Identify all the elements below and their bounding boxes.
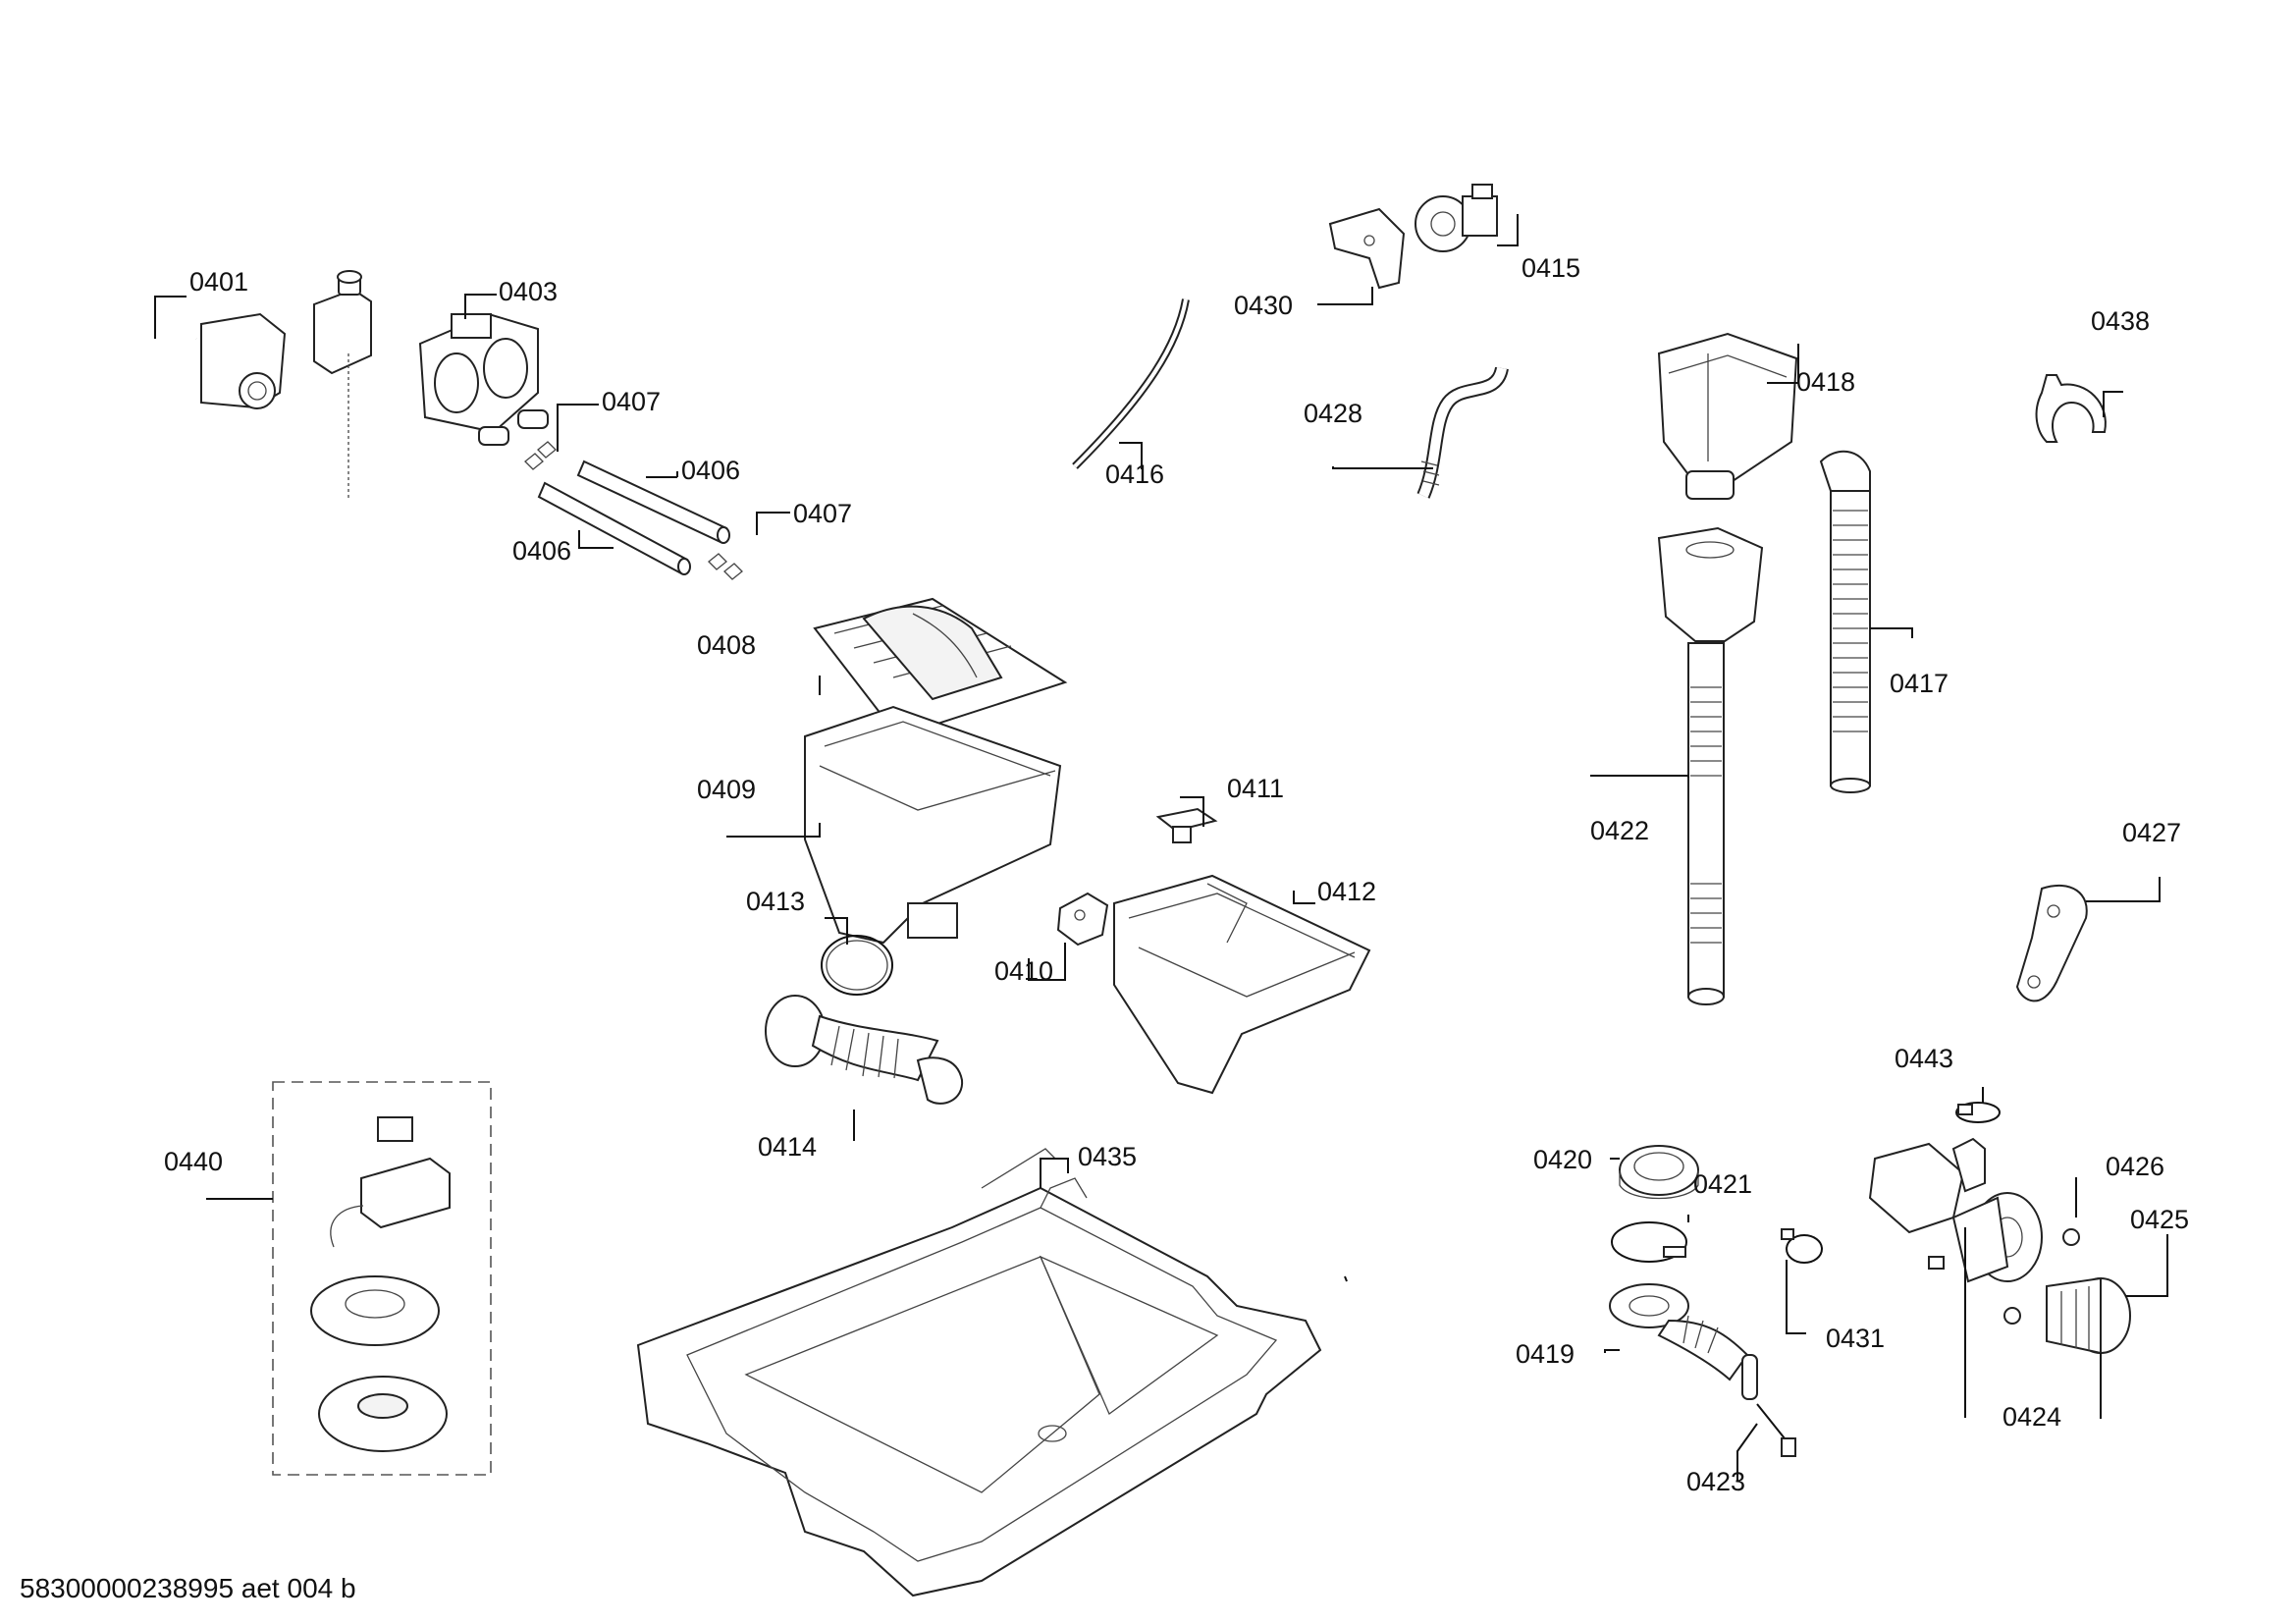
bearing-seal-drawing xyxy=(1619,1145,1699,1200)
spring-clip-drawing xyxy=(1955,1102,2001,1123)
part-label: 0431 xyxy=(1826,1324,1885,1353)
part-label: 0422 xyxy=(1590,816,1649,845)
inlet-hose-drawing xyxy=(133,270,372,854)
air-trap-hose-drawing xyxy=(1416,366,1509,499)
switch-bracket-drawing xyxy=(1328,207,1406,290)
hose-clip-drawing xyxy=(524,441,743,580)
hose-holder-drawing xyxy=(2035,374,2107,443)
dispenser-top-drawing xyxy=(813,597,1068,738)
screw-drawing xyxy=(1756,1403,1796,1457)
part-label: 0407 xyxy=(793,499,852,528)
part-label: 0426 xyxy=(2106,1152,2164,1181)
part-label: 0438 xyxy=(2091,306,2150,336)
part-label: 0430 xyxy=(1234,291,1293,320)
standpipe-drawing xyxy=(1657,526,1764,1005)
handle-part-drawing xyxy=(1155,807,1218,843)
part-label: 0428 xyxy=(1304,399,1362,428)
part-label: 0424 xyxy=(2002,1402,2061,1432)
small-clamp-drawing xyxy=(1781,1228,1823,1264)
aquastop-group-drawing xyxy=(272,1081,492,1476)
base-frame-drawing xyxy=(636,1148,1322,1597)
pressure-switch-drawing xyxy=(1415,184,1498,252)
part-label: 0406 xyxy=(512,536,571,566)
part-label: 0435 xyxy=(1078,1142,1137,1171)
part-label: 0419 xyxy=(1516,1339,1575,1369)
seal-ring-drawing xyxy=(821,935,893,996)
part-label: 0409 xyxy=(697,775,756,804)
pump-hose-drawing xyxy=(1609,1283,1758,1400)
part-label: 0403 xyxy=(499,277,558,306)
part-label: 0413 xyxy=(746,887,805,916)
part-labels: 0401 0403 0407 0406 0406 0407 0408 0409 … xyxy=(164,253,2189,1496)
part-label: 0415 xyxy=(1522,253,1580,283)
part-label: 0406 xyxy=(681,456,740,485)
siphon-cap-drawing xyxy=(1056,892,1109,947)
drain-hose-drawing xyxy=(1819,450,1871,793)
part-label: 0420 xyxy=(1533,1145,1592,1174)
water-valve-drawing xyxy=(418,312,549,446)
drawing-number: 58300000238995 aet 004 b xyxy=(20,1573,356,1603)
part-label: 0443 xyxy=(1895,1044,1953,1073)
bellows-hose-drawing xyxy=(765,995,964,1105)
part-label: 0410 xyxy=(994,956,1053,986)
air-trap-drawing xyxy=(1657,332,1798,500)
connecting-tube-drawing xyxy=(537,460,730,575)
part-label: 0407 xyxy=(602,387,661,416)
part-label: 0412 xyxy=(1317,877,1376,906)
hose-clamp-drawing xyxy=(1611,1221,1687,1263)
part-label: 0427 xyxy=(2122,818,2181,847)
dispenser-housing-drawing xyxy=(804,705,1062,945)
pressure-hose-drawing xyxy=(1072,298,1190,469)
part-label: 0440 xyxy=(164,1147,223,1176)
part-label: 0418 xyxy=(1796,367,1855,397)
part-label: 0416 xyxy=(1105,460,1164,489)
leader-lines xyxy=(154,214,2168,1481)
part-label: 0423 xyxy=(1686,1467,1745,1496)
detergent-drawer-drawing xyxy=(1113,874,1371,1095)
part-label: 0401 xyxy=(189,267,248,297)
part-label: 0425 xyxy=(2130,1205,2189,1234)
drain-pump-drawing xyxy=(1868,1137,2080,1325)
pump-filter-drawing xyxy=(2046,1276,2131,1355)
part-label: 0421 xyxy=(1693,1169,1752,1199)
part-label: 0408 xyxy=(697,630,756,660)
part-label: 0414 xyxy=(758,1132,817,1162)
part-label: 0411 xyxy=(1227,774,1284,803)
part-label: 0417 xyxy=(1890,669,1949,698)
mounting-bracket-drawing xyxy=(2015,884,2088,1002)
